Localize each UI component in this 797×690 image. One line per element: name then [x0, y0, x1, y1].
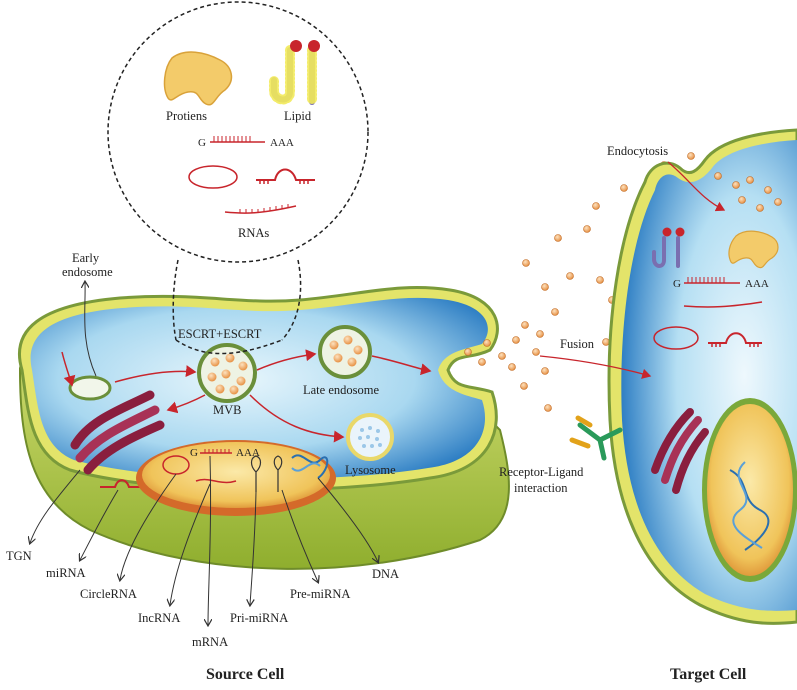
endocytosis-arrow: [667, 161, 726, 212]
endocytosed-vesicles: [714, 172, 782, 212]
pri-mirna-label: Pri-miRNA: [230, 611, 288, 625]
early-endosome-label-line2: endosome: [62, 265, 113, 279]
fusion-arrow: [539, 355, 652, 379]
dna-label: DNA: [372, 567, 399, 581]
target-nucleus-icon: [702, 398, 797, 582]
target-lipid-icon: [652, 227, 685, 268]
lipid-icon: [269, 40, 320, 107]
fusion-label: Fusion: [560, 337, 595, 351]
mrna-label: mRNA: [192, 635, 228, 649]
mvb-label: MVB: [213, 403, 241, 417]
receptor-ligand-icon: [569, 415, 623, 461]
mrna-leader: [208, 455, 211, 625]
proteins-label: Protiens: [166, 109, 207, 123]
exosome-particles: [464, 152, 695, 412]
circlerna-icon: [188, 165, 238, 189]
lncrna-label: IncRNA: [138, 611, 180, 625]
mirna-hairpin-icon: [100, 479, 140, 488]
escrt-label: ESCRT+ESCRT: [178, 327, 262, 341]
circlerna-leader: [120, 473, 177, 580]
pri-mirna-leader: [250, 491, 257, 605]
endocytosis-label: Endocytosis: [607, 144, 668, 158]
target-mrna-aaa: AAA: [745, 278, 769, 290]
arrow-mvb-to-lysosome: [249, 394, 345, 443]
golgi-tgn-icon: [70, 390, 165, 475]
mvb-icon: [197, 343, 257, 403]
lncrna-leader: [170, 483, 211, 605]
target-mrna-g: G: [673, 278, 681, 290]
target-golgi-icon: [651, 408, 709, 494]
mirna-leader: [80, 489, 119, 560]
pre-mirna-leader: [281, 489, 318, 582]
lysosome-icon: [346, 413, 394, 461]
nucleus-mrna-g: G: [190, 447, 198, 459]
lipid-label: Lipid: [284, 109, 312, 123]
arrow-mvb-to-late: [256, 349, 317, 371]
rnas-label: RNAs: [238, 226, 269, 240]
dna-leader: [317, 477, 378, 562]
zoom-connector-bottom: [175, 339, 283, 355]
early-endosome: [68, 375, 112, 401]
source-cell-title: Source Cell: [206, 666, 285, 683]
zoom-connector-right: [281, 259, 302, 341]
tgn-label: TGN: [6, 549, 32, 563]
target-cell-title: Target Cell: [670, 666, 747, 683]
late-endosome-label: Late endosome: [303, 383, 379, 397]
source-cell: G AAA ESCRT+ESCRT MVB Late endosome Lyso…: [6, 251, 510, 683]
arrow-mvb-to-golgi: [166, 394, 206, 414]
early-endosome-label-line1: Early: [72, 251, 100, 265]
target-cell: G AAA Target Cell: [607, 128, 797, 683]
lysosome-label: Lysosome: [345, 463, 396, 477]
zoom-mrna-g: G: [198, 137, 206, 149]
zoom-mrna-aaa: AAA: [270, 137, 294, 149]
target-linear-rna-icon: [683, 301, 763, 308]
arrow-early-to-mvb: [114, 365, 197, 383]
arrow-late-to-membrane: [371, 355, 432, 376]
target-hairpin-icon: [708, 332, 762, 347]
target-mrna-icon: [684, 277, 740, 284]
zoom-circle: [107, 1, 369, 263]
target-circlerna-icon: [653, 326, 699, 350]
arrow-to-early-endosome: [61, 351, 76, 387]
pre-mirna-label: Pre-miRNA: [290, 587, 350, 601]
zoom-connector-left: [172, 259, 179, 341]
tgn-leader: [30, 469, 81, 543]
linear-rna-icon: [224, 204, 297, 214]
exosome-zoom: Protiens Lipid G AAA RNAs: [107, 1, 369, 355]
early-endosome-leader: [85, 282, 97, 377]
mrna-icon: [210, 136, 265, 143]
late-endosome-icon: [318, 325, 372, 379]
hairpin-rna-icon: [256, 168, 315, 184]
mirna-label: miRNA: [46, 566, 86, 580]
receptor-ligand-label-line2: interaction: [514, 481, 568, 495]
nucleus-mrna-aaa: AAA: [236, 447, 260, 459]
receptor-ligand-label-line1: Receptor-Ligand: [499, 465, 584, 479]
protein-icon: [163, 51, 233, 106]
target-protein-icon: [728, 230, 779, 269]
circlerna-label: CircleRNA: [80, 587, 137, 601]
